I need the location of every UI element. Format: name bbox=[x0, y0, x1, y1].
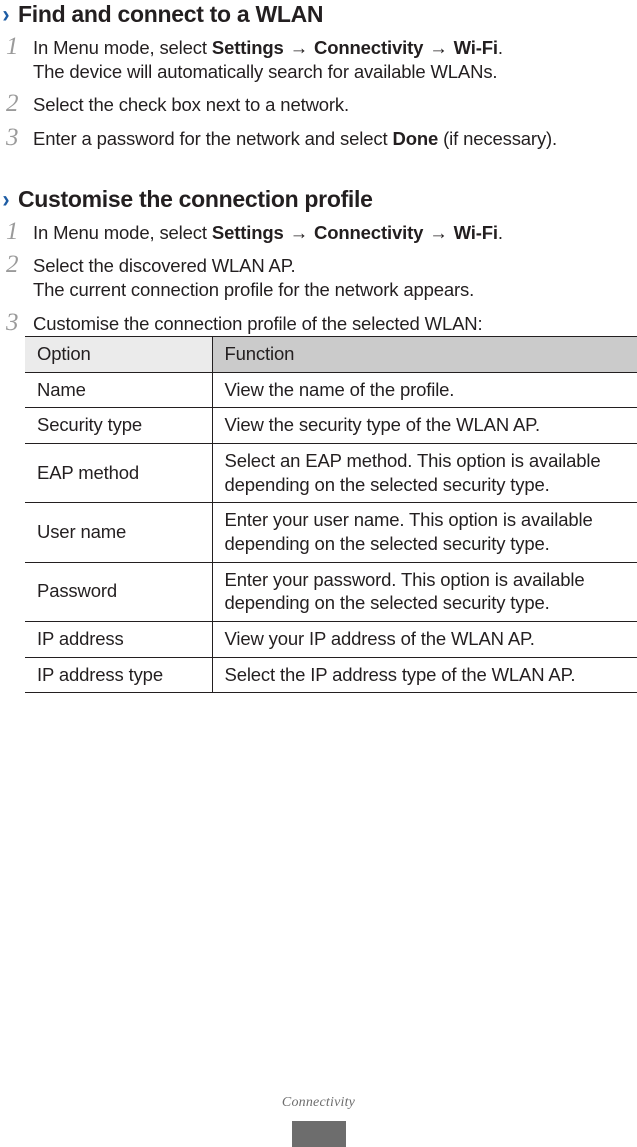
body-text: . bbox=[497, 37, 503, 58]
body-text: The device will automatically search for… bbox=[33, 61, 498, 83]
step-text-line: In Menu mode, select Settings → Connecti… bbox=[33, 36, 637, 60]
emphasis-text: Done bbox=[392, 127, 439, 149]
step-text: Enter a password for the network and sel… bbox=[33, 125, 637, 151]
emphasis-text: Settings bbox=[211, 221, 284, 243]
step-text-line: In Menu mode, select Settings → Connecti… bbox=[33, 221, 637, 245]
cell-option: EAP method bbox=[25, 443, 213, 504]
cell-function: View the name of the profile. bbox=[212, 372, 637, 409]
page-number-tab bbox=[291, 1121, 346, 1147]
page-footer: Connectivity bbox=[0, 1077, 637, 1147]
step-text-line: The device will automatically search for… bbox=[33, 60, 637, 84]
table-head: Option Function bbox=[25, 336, 637, 373]
step-text-line: Select the check box next to a network. bbox=[33, 93, 637, 117]
step-item: 3 Enter a password for the network and se… bbox=[0, 125, 637, 151]
step-text-line: Select the discovered WLAN AP. bbox=[33, 254, 637, 278]
step-item: 2 Select the discovered WLAN AP.The curre… bbox=[0, 252, 637, 302]
sections-container: › Find and connect to a WLAN 1 In Menu mode… bbox=[0, 2, 637, 336]
step-list: 1 In Menu mode, select Settings → Connect… bbox=[0, 34, 637, 151]
column-header-option: Option bbox=[25, 336, 213, 373]
section-heading: › Customise the connection profile bbox=[0, 187, 637, 212]
emphasis-text: Connectivity bbox=[314, 37, 424, 58]
body-text: In Menu mode, select bbox=[33, 221, 212, 243]
section-title: Find and connect to a WLAN bbox=[18, 1, 324, 27]
body-text: → bbox=[284, 221, 313, 243]
emphasis-text: Connectivity bbox=[314, 221, 424, 243]
step-text: Customise the connection profile of the … bbox=[33, 310, 637, 336]
body-text: In Menu mode, select bbox=[33, 37, 212, 58]
step-number: 3 bbox=[6, 123, 19, 151]
body-text: The current connection profile for the n… bbox=[33, 279, 475, 301]
step-number: 1 bbox=[6, 33, 19, 60]
body-text: Select the check box next to a network. bbox=[33, 94, 350, 116]
section-heading: › Find and connect to a WLAN bbox=[0, 2, 637, 27]
cell-option: Name bbox=[25, 372, 213, 409]
step-number: 3 bbox=[6, 308, 19, 336]
cell-function: Select an EAP method. This option is ava… bbox=[212, 443, 637, 504]
section-title: Customise the connection profile bbox=[18, 185, 373, 212]
body-text: → bbox=[424, 221, 453, 243]
emphasis-text: Wi-Fi bbox=[453, 37, 498, 58]
body-text: Enter a password for the network and sel… bbox=[33, 127, 393, 149]
step-text: Select the discovered WLAN AP.The curren… bbox=[33, 252, 637, 302]
step-list: 1 In Menu mode, select Settings → Connect… bbox=[0, 219, 637, 336]
cell-function: View your IP address of the WLAN AP. bbox=[212, 621, 637, 658]
body-text: . bbox=[497, 221, 503, 243]
cell-function: Enter your user name. This option is ava… bbox=[212, 502, 637, 563]
section-2: › Customise the connection profile 1 In Men… bbox=[0, 187, 637, 336]
body-text: (if necessary). bbox=[438, 127, 558, 149]
step-number: 2 bbox=[6, 251, 19, 279]
step-text: Select the check box next to a network. bbox=[33, 91, 637, 117]
chevron-right-icon: › bbox=[2, 185, 10, 213]
column-header-function: Function bbox=[212, 336, 637, 373]
cell-option: User name bbox=[25, 502, 213, 563]
step-text-line: Customise the connection profile of the … bbox=[33, 312, 637, 336]
cell-option: Password bbox=[25, 562, 213, 622]
footer-section-label: Connectivity bbox=[281, 1095, 356, 1110]
step-text: In Menu mode, select Settings → Connecti… bbox=[33, 219, 637, 245]
body-text: Customise the connection profile of the … bbox=[33, 312, 483, 334]
body-text: Select the discovered WLAN AP. bbox=[33, 255, 296, 277]
emphasis-text: Settings bbox=[211, 37, 284, 58]
table-header-row: Option Function bbox=[25, 336, 637, 373]
step-item: 1 In Menu mode, select Settings → Connect… bbox=[0, 219, 637, 245]
cell-option: Security type bbox=[25, 407, 213, 444]
cell-function: View the security type of the WLAN AP. bbox=[212, 407, 637, 444]
step-item: 1 In Menu mode, select Settings → Connect… bbox=[0, 34, 637, 84]
step-text: In Menu mode, select Settings → Connecti… bbox=[33, 34, 637, 84]
step-number: 2 bbox=[6, 90, 19, 118]
body-text: → bbox=[424, 37, 453, 58]
emphasis-text: Wi-Fi bbox=[453, 221, 498, 243]
step-item: 3 Customise the connection profile of the… bbox=[0, 310, 637, 336]
chevron-right-icon: › bbox=[2, 1, 10, 28]
step-item: 2 Select the check box next to a network. bbox=[0, 91, 637, 117]
table-row: IP address type Select the IP address typ… bbox=[25, 657, 637, 693]
cell-function: Select the IP address type of the WLAN A… bbox=[224, 663, 576, 685]
cell-option: IP address bbox=[25, 621, 213, 658]
step-number: 1 bbox=[6, 217, 19, 245]
step-text-line: Enter a password for the network and sel… bbox=[33, 127, 637, 151]
section-1: › Find and connect to a WLAN 1 In Menu mode… bbox=[0, 2, 637, 151]
body-text: → bbox=[284, 37, 313, 58]
step-text-line: The current connection profile for the n… bbox=[33, 278, 637, 302]
cell-function: Enter your password. This option is avai… bbox=[212, 562, 637, 622]
cell-option: IP address type bbox=[25, 657, 213, 693]
